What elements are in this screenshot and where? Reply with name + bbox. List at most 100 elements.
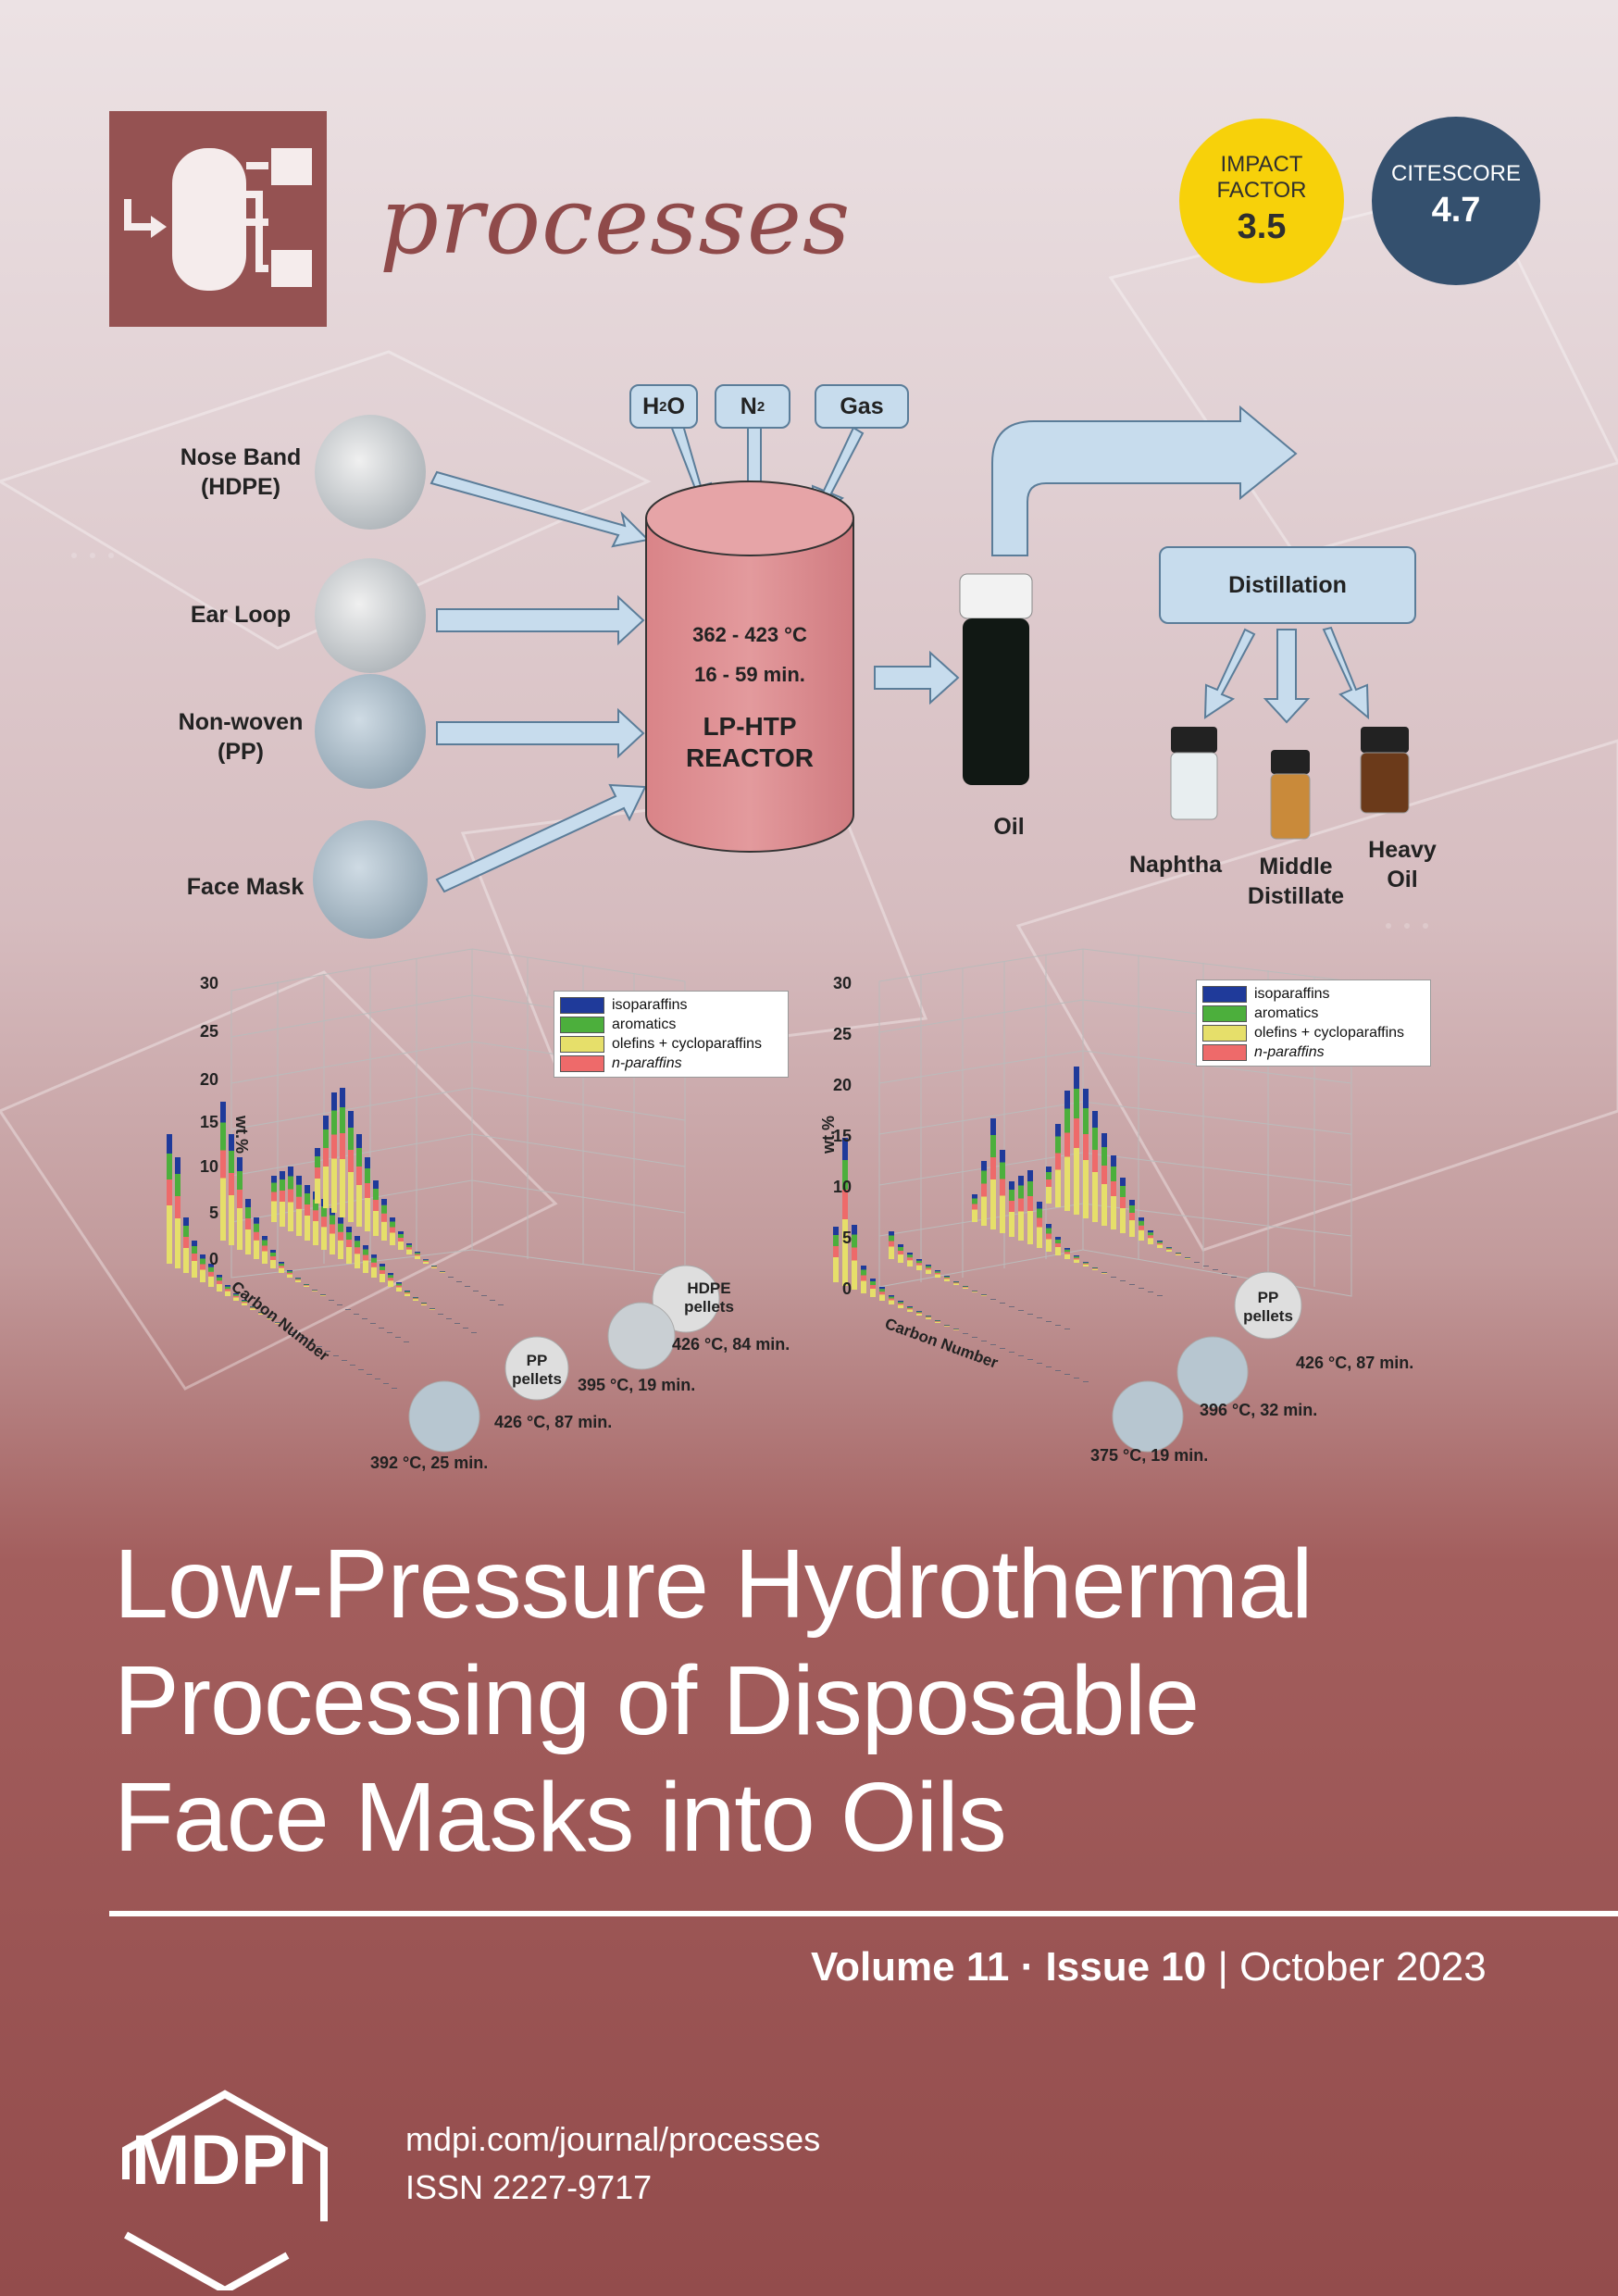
bar-segment	[192, 1246, 197, 1254]
bar-segment	[330, 1215, 335, 1225]
bar-segment	[1120, 1197, 1126, 1208]
bar-segment	[1083, 1134, 1089, 1160]
right-y-tick: 20	[832, 1076, 852, 1094]
bar-segment	[363, 1245, 368, 1250]
bar-segment	[415, 1254, 420, 1256]
bar-segment	[1027, 1170, 1033, 1181]
bar-segment	[396, 1285, 402, 1288]
bar-segment	[415, 1255, 420, 1259]
bar-segment	[879, 1292, 885, 1295]
bar-segment	[870, 1289, 876, 1297]
bar-segment	[1129, 1213, 1135, 1220]
bar-segment	[429, 1308, 435, 1310]
bar-segment	[429, 1309, 435, 1310]
bar-segment	[981, 1294, 987, 1295]
bar-segment	[250, 1308, 255, 1310]
bar-segment	[258, 1313, 264, 1315]
bar-segment	[852, 1225, 857, 1235]
right-condition: 426 °C, 87 min.	[1296, 1354, 1414, 1372]
impact-factor-value: 3.5	[1237, 207, 1287, 246]
bar-segment	[304, 1285, 309, 1287]
bar-segment	[250, 1306, 255, 1307]
bar-segment	[981, 1294, 987, 1295]
bar-segment	[245, 1207, 251, 1218]
bar-segment	[481, 1295, 487, 1296]
bar-segment	[270, 1250, 276, 1253]
legend-label: n-paraffins	[1254, 1043, 1325, 1060]
bar-segment	[944, 1326, 950, 1327]
face-mask-photo	[313, 820, 428, 939]
bar-segment	[842, 1219, 848, 1286]
bar-segment	[1064, 1374, 1070, 1375]
bar-segment	[889, 1295, 894, 1297]
bar-segment	[1055, 1243, 1061, 1247]
bar-segment	[200, 1269, 205, 1282]
bar-segment	[305, 1193, 310, 1204]
bar-segment	[380, 1274, 385, 1282]
bar-segment	[1064, 1252, 1070, 1254]
bar-segment	[288, 1167, 293, 1177]
bar-segment	[926, 1267, 931, 1270]
bar-segment	[1037, 1363, 1042, 1364]
bar-segment	[413, 1298, 418, 1300]
legend-label: isoparaffins	[1254, 985, 1330, 1002]
bar-segment	[225, 1289, 230, 1292]
bar-segment	[1157, 1241, 1163, 1242]
bar-segment	[317, 1346, 322, 1347]
bar-segment	[429, 1308, 435, 1309]
label-ear-loop: Ear Loop	[190, 602, 292, 628]
bar-segment	[842, 1138, 848, 1160]
bar-segment	[242, 1303, 247, 1305]
bar-segment	[833, 1235, 839, 1246]
bar-segment	[192, 1241, 197, 1246]
bar-segment	[953, 1281, 959, 1282]
bar-segment	[275, 1322, 280, 1323]
bar-segment	[245, 1199, 251, 1207]
bar-segment	[225, 1285, 230, 1287]
bar-segment	[321, 1227, 327, 1250]
bar-segment	[371, 1262, 377, 1267]
bar-segment	[1083, 1160, 1089, 1218]
bar-segment	[1009, 1306, 1014, 1307]
bar-segment	[1157, 1242, 1163, 1245]
bar-segment	[1092, 1267, 1098, 1268]
oil-vial	[963, 618, 1029, 785]
bar-segment	[280, 1202, 285, 1227]
bar-segment	[1092, 1268, 1098, 1270]
bar-segment	[1185, 1257, 1190, 1259]
middle-vial	[1270, 773, 1311, 840]
bar-segment	[388, 1275, 393, 1279]
hdpe-mask-photo	[607, 1302, 676, 1370]
bar-segment	[337, 1304, 342, 1305]
bar-segment	[1009, 1212, 1014, 1237]
bar-segment	[167, 1154, 172, 1179]
bar-segment	[935, 1272, 940, 1275]
bar-segment	[1222, 1273, 1227, 1274]
bar-segment	[390, 1227, 395, 1233]
bar-segment	[431, 1267, 437, 1268]
bar-segment	[972, 1194, 977, 1199]
arrow-middle	[1263, 629, 1311, 724]
bar-segment	[889, 1246, 894, 1259]
bar-segment	[1055, 1370, 1061, 1371]
bar-segment	[926, 1265, 931, 1267]
bar-segment	[1111, 1277, 1116, 1278]
bar-segment	[355, 1241, 360, 1248]
bar-segment	[429, 1308, 435, 1309]
bar-segment	[1139, 1288, 1144, 1289]
bar-segment	[345, 1309, 351, 1310]
legend-label: aromatics	[612, 1016, 677, 1032]
label-non-woven: Non-woven (PP)	[178, 709, 304, 765]
legend-label: olefins + cycloparaffins	[1254, 1024, 1405, 1041]
journal-url[interactable]: mdpi.com/journal/processes	[405, 2120, 821, 2158]
bar-segment	[1101, 1184, 1107, 1226]
bar-segment	[373, 1211, 379, 1236]
bar-segment	[380, 1267, 385, 1270]
bar-segment	[889, 1241, 894, 1247]
bar-segment	[1046, 1233, 1052, 1240]
bar-segment	[926, 1317, 931, 1319]
bar-segment	[1129, 1205, 1135, 1213]
bar-segment	[295, 1278, 301, 1279]
bar-segment	[371, 1257, 377, 1263]
